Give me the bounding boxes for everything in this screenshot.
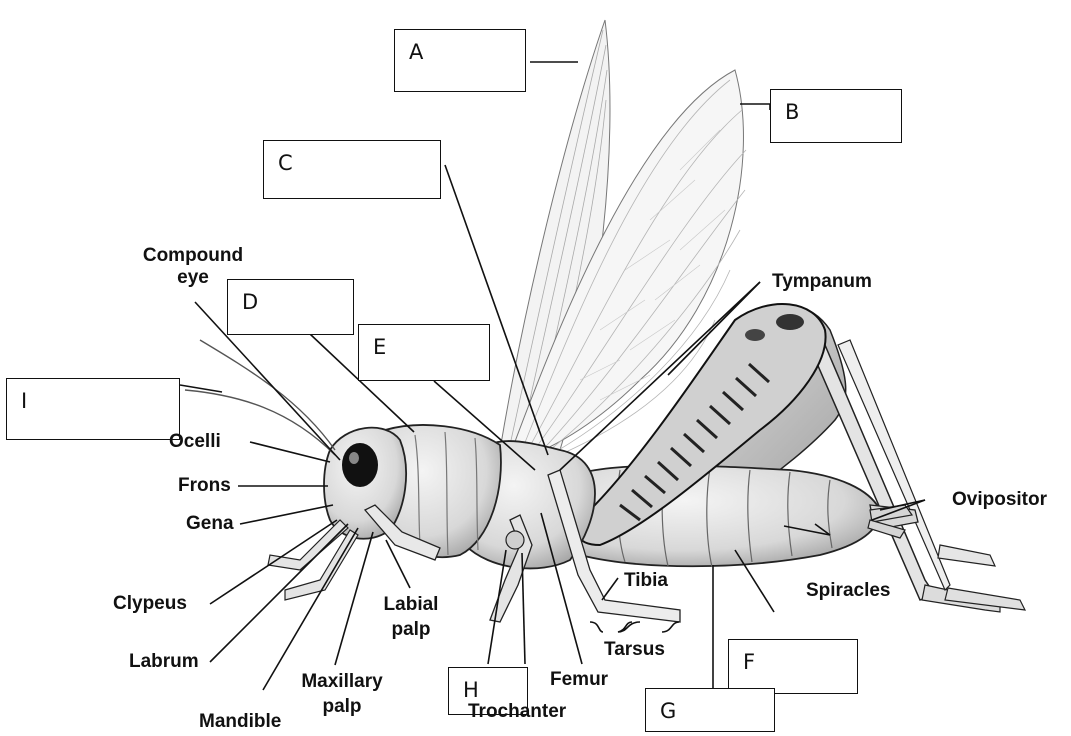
label-compound-eye: Compound eye [128, 246, 258, 287]
answer-box-e[interactable]: E [358, 324, 490, 381]
label-tarsus: Tarsus [604, 640, 665, 659]
answer-box-c[interactable]: C [263, 140, 441, 199]
label-ocelli: Ocelli [169, 432, 221, 451]
label-ovipositor: Ovipositor [952, 490, 1047, 509]
label-frons: Frons [178, 476, 231, 495]
label-labial-palp: Labial palp [376, 595, 446, 639]
label-clypeus: Clypeus [113, 594, 187, 613]
label-gena: Gena [186, 514, 234, 533]
label-tibia: Tibia [624, 571, 668, 590]
answer-box-f[interactable]: F [728, 639, 858, 694]
label-maxillary-palp: Maxillary palp [292, 672, 392, 716]
answer-box-b[interactable]: B [770, 89, 902, 143]
answer-box-i[interactable]: I [6, 378, 180, 440]
label-labrum: Labrum [129, 652, 199, 671]
answer-box-a[interactable]: A [394, 29, 526, 92]
label-femur: Femur [550, 670, 608, 689]
answer-box-g[interactable]: G [645, 688, 775, 732]
label-spiracles: Spiracles [806, 581, 891, 600]
label-tympanum: Tympanum [772, 272, 872, 291]
answer-box-d[interactable]: D [227, 279, 354, 335]
label-trochanter: Trochanter [468, 702, 566, 721]
label-mandible: Mandible [199, 712, 281, 731]
head [324, 428, 406, 539]
